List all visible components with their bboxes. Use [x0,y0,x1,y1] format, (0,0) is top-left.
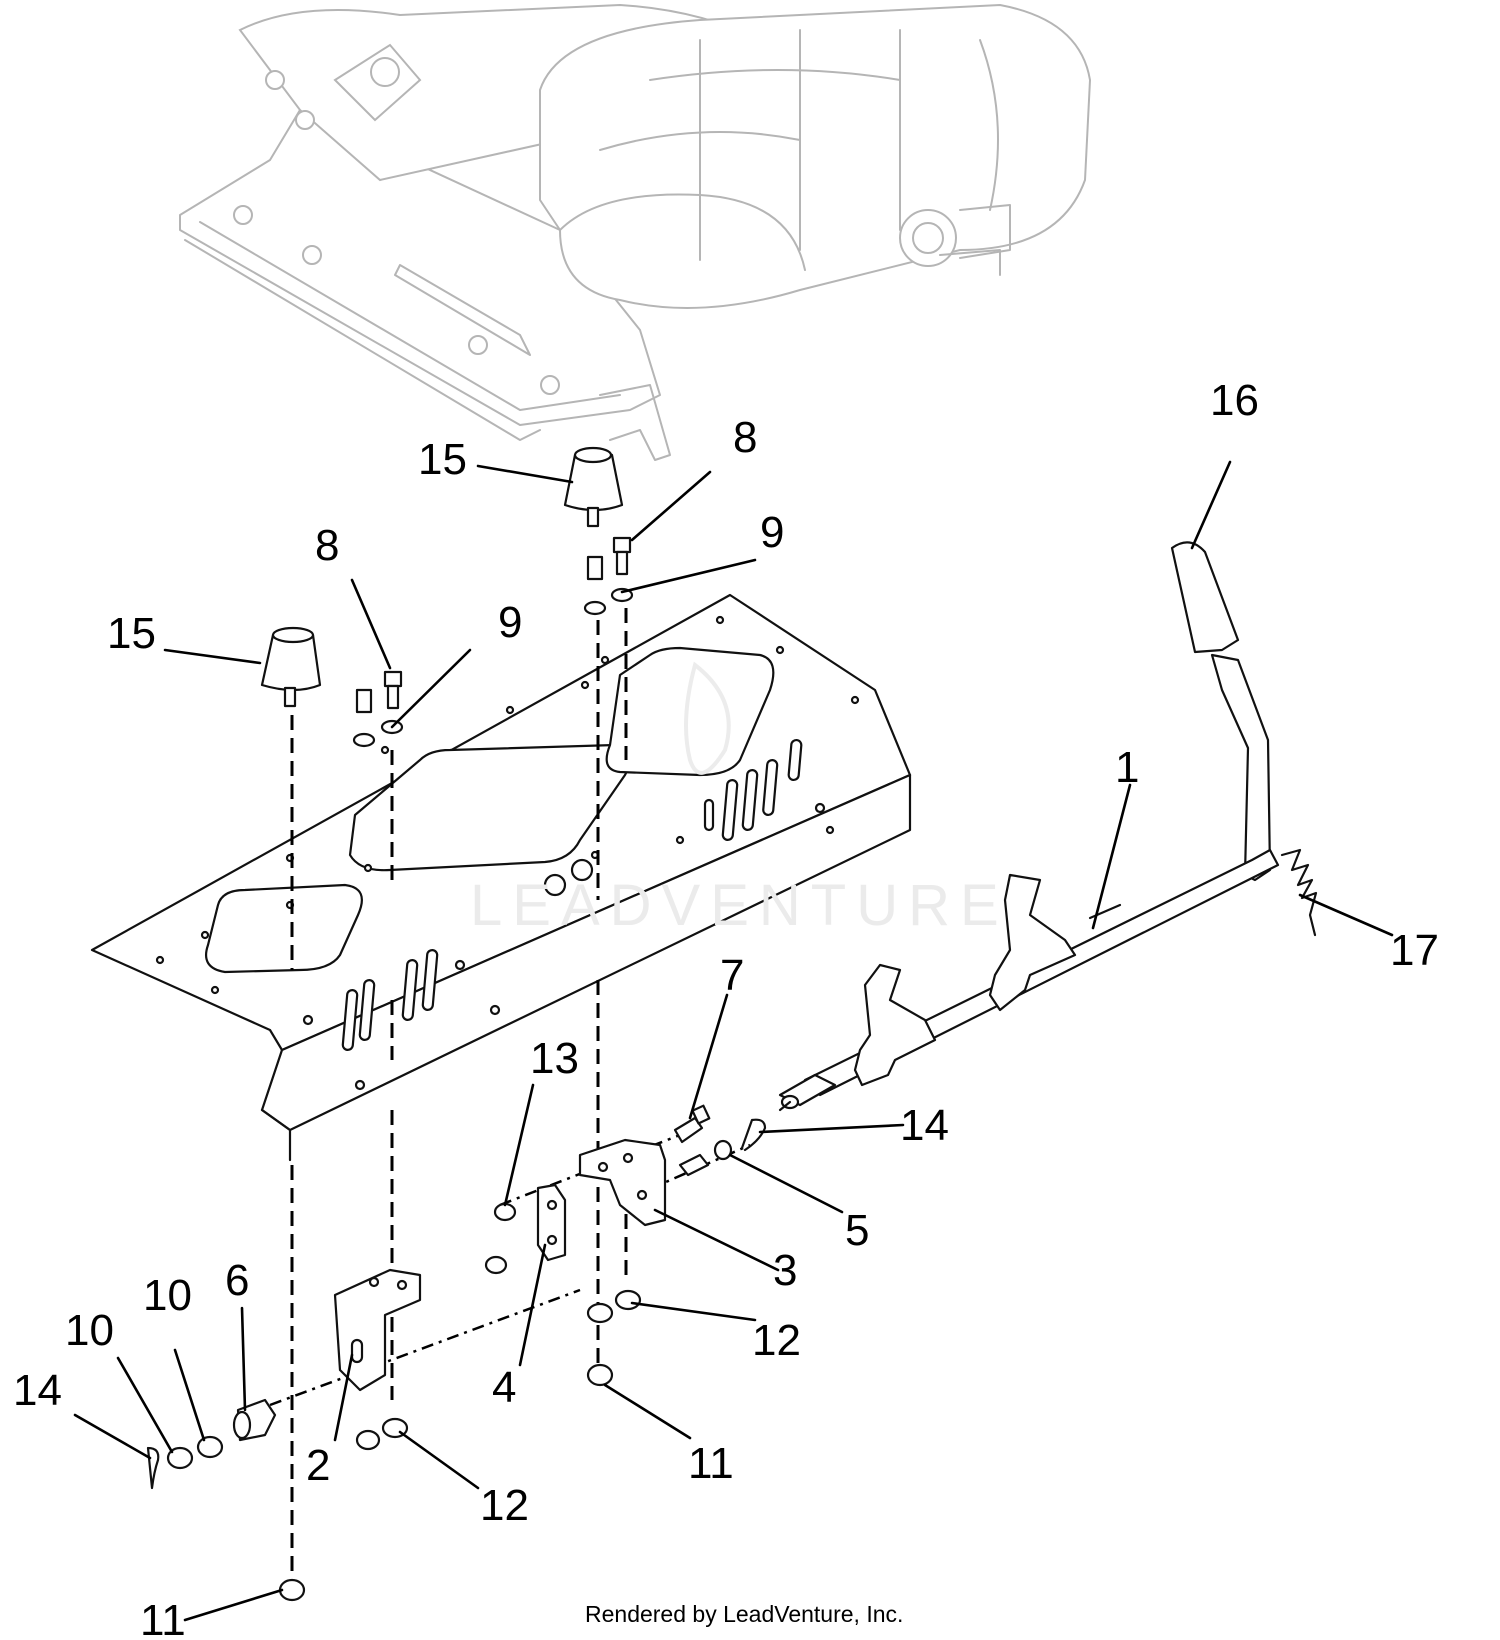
callout-10-right: 10 [143,1271,192,1320]
callout-10-left: 10 [65,1306,114,1355]
watermark-flame-icon [684,661,731,775]
bolt-group-right [583,536,634,616]
nut-11-a [278,1578,306,1602]
callout-9-right: 9 [760,508,784,557]
lift-lever-assembly [778,541,1318,1112]
callout-5: 5 [845,1206,869,1255]
nut-12-a [586,1302,614,1324]
callout-8-left: 8 [315,521,339,570]
bolt-group-left [352,670,404,748]
callout-14-left: 14 [13,1366,62,1415]
callout-2: 2 [306,1441,330,1490]
rubber-bumper-left [260,626,322,708]
callout-4: 4 [492,1363,516,1412]
nut-11-b [586,1363,614,1387]
callout-9-left: 9 [498,598,522,647]
callout-3: 3 [773,1246,797,1295]
callout-11-bottom: 11 [140,1596,186,1640]
leader-lines [73,460,1394,1622]
callout-13: 13 [530,1034,579,1083]
nut-12-c [355,1429,381,1451]
bushing [232,1398,277,1442]
nut-12-b [614,1289,642,1311]
seat-mount-plate [90,593,912,1162]
callout-12-right: 12 [752,1316,801,1365]
callout-16: 16 [1210,376,1259,425]
seat-assembly [179,3,1092,461]
nut-a [484,1255,508,1275]
rubber-bumper-right [563,446,624,528]
pin-5 [678,1118,767,1177]
hairpin-clip-left [146,1446,160,1490]
callout-15-left: 15 [107,609,156,658]
callout-8-right: 8 [733,413,757,462]
callout-15-right: 15 [418,435,467,484]
callout-14-right: 14 [900,1101,949,1150]
callout-11-right: 11 [688,1439,734,1488]
mounting-plate [536,1183,567,1262]
callout-1: 1 [1115,743,1139,792]
washer-10-b [196,1435,224,1459]
callout-labels: 1 2 3 4 5 6 7 8 8 9 9 10 10 11 11 12 12 … [13,376,1439,1640]
callout-17: 17 [1390,926,1439,975]
washer-10-a [166,1446,194,1470]
callout-12-bottom: 12 [480,1481,529,1530]
callout-6: 6 [225,1256,249,1305]
callout-7: 7 [720,951,744,1000]
watermark: LEADVENTURE [470,873,1009,938]
nut-13 [493,1202,517,1222]
footer-credit: Rendered by LeadVenture, Inc. [585,1601,903,1627]
shoulder-bolt [673,1104,711,1144]
pivot-bracket [578,1138,667,1227]
